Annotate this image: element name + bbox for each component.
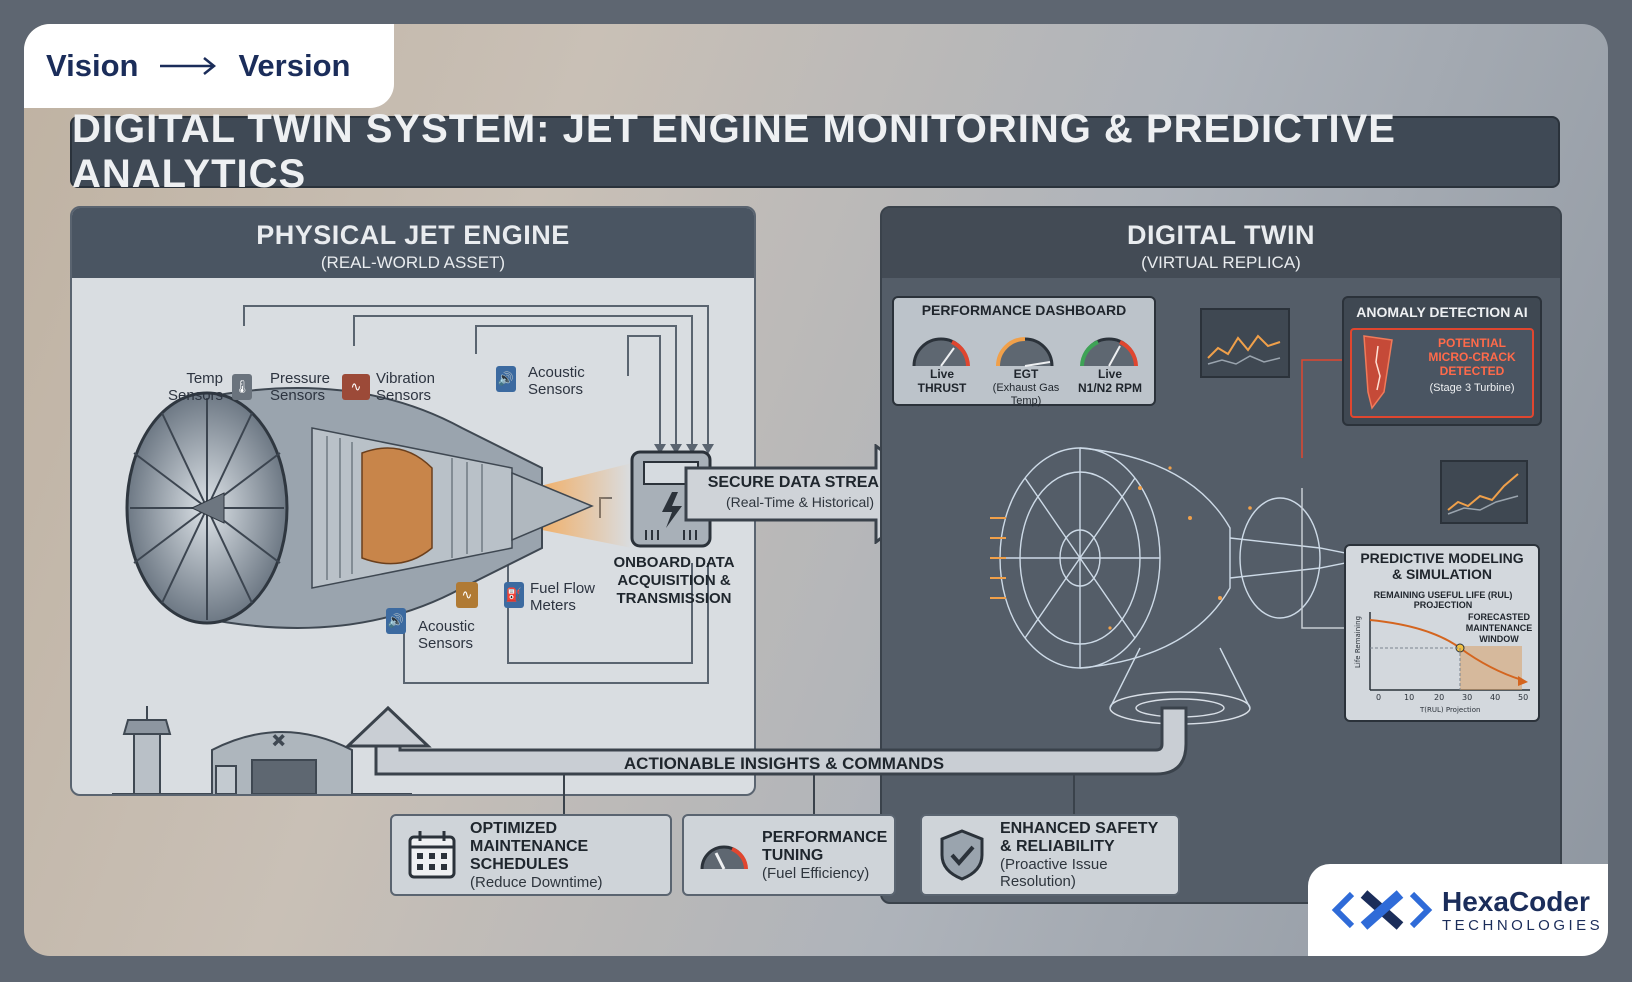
twin-subtitle: (Virtual Replica)	[1141, 253, 1301, 272]
pressure-sensors-label: Pressure Sensors	[270, 370, 331, 404]
gauge-icon	[912, 337, 970, 367]
shield-check-icon	[940, 829, 984, 881]
outcome-subtitle: (Reduce Downtime)	[470, 873, 603, 891]
vibration-sensors-label: Vibration Sensors	[376, 370, 435, 404]
rul-xlabel: T(RUL) Projection	[1419, 706, 1480, 714]
outcome-card-safety: Enhanced Safety & Reliability (Proactive…	[920, 814, 1180, 896]
dashboard-title: Performance Dashboard	[921, 302, 1127, 318]
trend-chart-icon	[1200, 308, 1290, 378]
svg-text:✕: ✕	[272, 731, 285, 750]
brand-name: HexaCoder	[1442, 885, 1590, 917]
outcome-title: Performance Tuning	[762, 828, 888, 864]
infographic-canvas: Vision Version Digital Twin System: Jet …	[24, 24, 1608, 956]
jet-engine-illustration	[125, 387, 632, 629]
daq-label: Onboard Data Acquisition & Transmission	[613, 554, 735, 607]
gauge-label-egt: EGT(Exhaust Gas Temp)	[992, 367, 1060, 408]
anomaly-location: (Stage 3 Turbine)	[1429, 382, 1515, 394]
vision-version-brand: Vision Version	[24, 24, 394, 108]
stream-title: Secure Data Stream	[707, 474, 893, 491]
outcome-connectors	[563, 774, 1075, 814]
gauge-icon	[1080, 337, 1138, 367]
rul-projection-chart: Life Remaining 0 10 20 30 40 50 T(RUL) P…	[1354, 612, 1530, 714]
outcome-card-performance: Performance Tuning (Fuel Efficiency)	[682, 814, 896, 896]
brand-subtitle: Technologies	[1442, 916, 1604, 934]
stream-subtitle: (Real-Time & Historical)	[725, 494, 875, 510]
waveform-icon: ∿	[456, 582, 478, 608]
outcome-subtitle: (Fuel Efficiency)	[762, 864, 870, 882]
speaker-icon: 🔊	[386, 608, 406, 634]
outcome-title: Enhanced Safety & Reliability	[1000, 820, 1159, 855]
acoustic-sensors-bottom-label: Acoustic Sensors	[418, 618, 475, 652]
actionable-insights-arrow	[344, 705, 1188, 776]
anomaly-alert-text: Potential Micro-Crack Detected	[1428, 336, 1516, 378]
page-title: Digital Twin System: Jet Engine Monitori…	[72, 107, 1396, 196]
airport-hangar-illustration: ✕	[112, 706, 412, 794]
holographic-engine-illustration	[990, 447, 1370, 725]
fuel-meter-icon: ⛽	[504, 582, 524, 608]
x-tick: 10	[1404, 693, 1414, 702]
physical-panel-header: Physical Jet Engine (Real-World Asset)	[72, 208, 754, 278]
x-tick: 20	[1434, 693, 1444, 702]
gauge-icon	[700, 845, 748, 870]
twin-panel-header: Digital Twin (Virtual Replica)	[882, 208, 1560, 278]
digital-twin-panel: Digital Twin (Virtual Replica)	[880, 206, 1562, 904]
gauge-icon	[996, 337, 1054, 367]
rul-chart-title: Remaining Useful Life (RUL) Projection	[1373, 590, 1513, 610]
x-tick: 0	[1376, 693, 1381, 702]
outcome-subtitle: (Proactive Issue Resolution)	[1000, 856, 1108, 890]
rul-ylabel: Life Remaining	[1354, 616, 1362, 668]
anomaly-title: Anomaly Detection AI	[1356, 304, 1528, 320]
anomaly-detection-card: Anomaly Detection AI Potential Micro-Cra…	[1342, 296, 1542, 426]
forecast-callout: Forecasted Maintenance Window	[1465, 612, 1533, 644]
physical-title: Physical Jet Engine	[256, 220, 570, 250]
brand-vision: Vision	[46, 48, 139, 83]
outcome-title: Optimized Maintenance Schedules	[470, 819, 589, 873]
speaker-icon: 🔊	[496, 366, 516, 392]
predictive-modeling-card: Predictive Modeling & Simulation Remaini…	[1344, 544, 1540, 722]
hexacoder-logo-icon	[1331, 890, 1433, 930]
twin-title: Digital Twin	[1127, 220, 1315, 250]
long-arrow-icon	[160, 57, 217, 75]
physical-engine-panel: Physical Jet Engine (Real-World Asset)	[70, 206, 756, 796]
insights-label: Actionable Insights & Commands	[623, 754, 945, 773]
fuel-flow-meters-label: Fuel Flow Meters	[530, 580, 596, 614]
x-tick: 40	[1490, 693, 1500, 702]
outcome-card-maintenance: Optimized Maintenance Schedules (Reduce …	[390, 814, 672, 896]
thermometer-icon: 🌡	[232, 374, 252, 400]
brand-version: Version	[238, 48, 351, 83]
physical-subtitle: (Real-World Asset)	[320, 253, 506, 272]
waveform-icon: ∿	[342, 374, 370, 400]
predictive-title: Predictive Modeling & Simulation	[1360, 550, 1524, 582]
x-tick: 30	[1462, 693, 1472, 702]
trend-chart-icon	[1440, 460, 1528, 524]
hexacoder-brand: HexaCoder Technologies	[1308, 864, 1608, 956]
calendar-icon	[408, 831, 456, 879]
acoustic-sensors-top-label: Acoustic Sensors	[528, 364, 585, 398]
title-banner: Digital Twin System: Jet Engine Monitori…	[70, 107, 1560, 196]
turbine-blade-icon	[1363, 335, 1393, 410]
temp-sensors-label: Temp Sensors	[168, 370, 224, 404]
x-tick: 50	[1518, 693, 1528, 702]
